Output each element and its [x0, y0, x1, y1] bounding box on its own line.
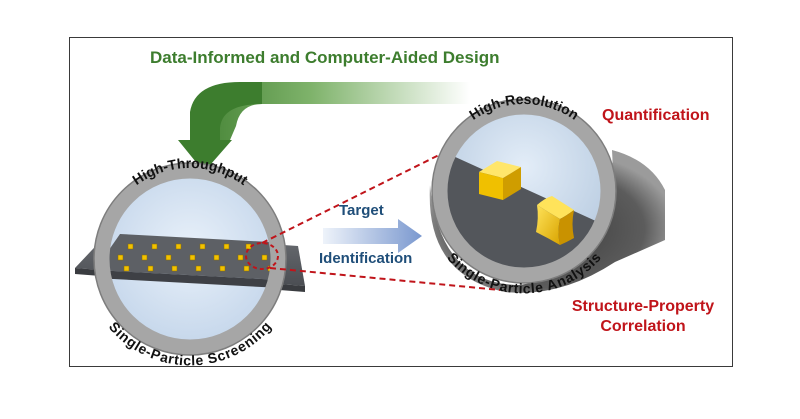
particle-1 [151, 243, 158, 250]
particle-4 [223, 243, 230, 250]
particle-18 [243, 265, 250, 272]
particle-10 [213, 254, 220, 261]
particle-9 [189, 254, 196, 261]
right-dark-shadow [429, 150, 665, 293]
zoom-line-top [261, 151, 446, 244]
selection-ellipse [245, 242, 279, 270]
structure-property-line1: Structure-Property [571, 298, 715, 315]
particle-2 [175, 243, 182, 250]
particle-11 [237, 254, 244, 261]
particle-5 [245, 243, 252, 250]
right-ring-outline [431, 98, 617, 284]
particle-13 [123, 265, 130, 272]
particle-array [117, 243, 274, 272]
particle-17 [219, 265, 226, 272]
left-plate-inside [106, 234, 274, 288]
arrow-label-target: Target [339, 202, 384, 219]
diagram-title: Data-Informed and Computer-Aided Design [150, 48, 500, 67]
particle-6 [117, 254, 124, 261]
right-circle-ring [432, 99, 616, 283]
particle-12 [261, 254, 268, 261]
particle-0 [127, 243, 134, 250]
particle-7 [141, 254, 148, 261]
green-feedback-arrow [178, 82, 470, 172]
arrow-label-identification: Identification [319, 250, 413, 267]
zoom-line-bottom [269, 267, 501, 291]
small-cube [479, 161, 521, 200]
structure-property-label: Structure-Property Correlation [553, 297, 733, 337]
particle-8 [165, 254, 172, 261]
frame-border [69, 37, 733, 367]
particle-3 [199, 243, 206, 250]
quantification-label: Quantification [602, 107, 710, 124]
target-identification-arrow [323, 219, 422, 253]
particle-15 [171, 265, 178, 272]
structure-property-line2: Correlation [600, 318, 686, 335]
particle-16 [195, 265, 202, 272]
large-cube [536, 196, 574, 245]
particle-14 [147, 265, 154, 272]
left-ring-outline [93, 162, 287, 356]
